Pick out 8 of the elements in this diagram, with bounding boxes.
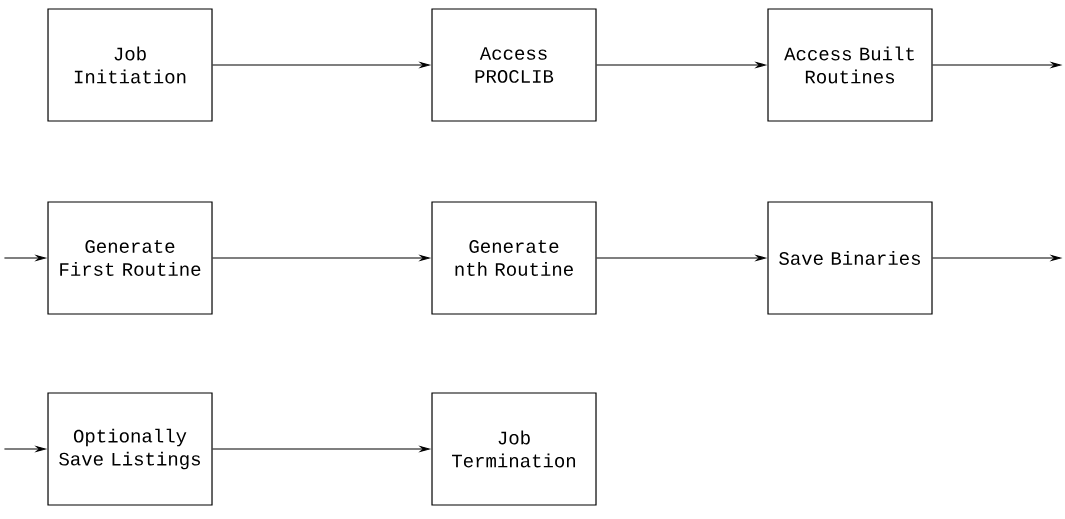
process-box: Save Binaries xyxy=(767,201,933,315)
process-box: Access Built Routines xyxy=(767,8,933,122)
process-box: Access PROCLIB xyxy=(431,8,597,122)
process-box: Job Termination xyxy=(431,392,597,506)
process-box: Generate nth Routine xyxy=(431,201,597,315)
process-box: Optionally Save Listings xyxy=(47,392,213,506)
process-box: Generate First Routine xyxy=(47,201,213,315)
process-box: Job Initiation xyxy=(47,8,213,122)
